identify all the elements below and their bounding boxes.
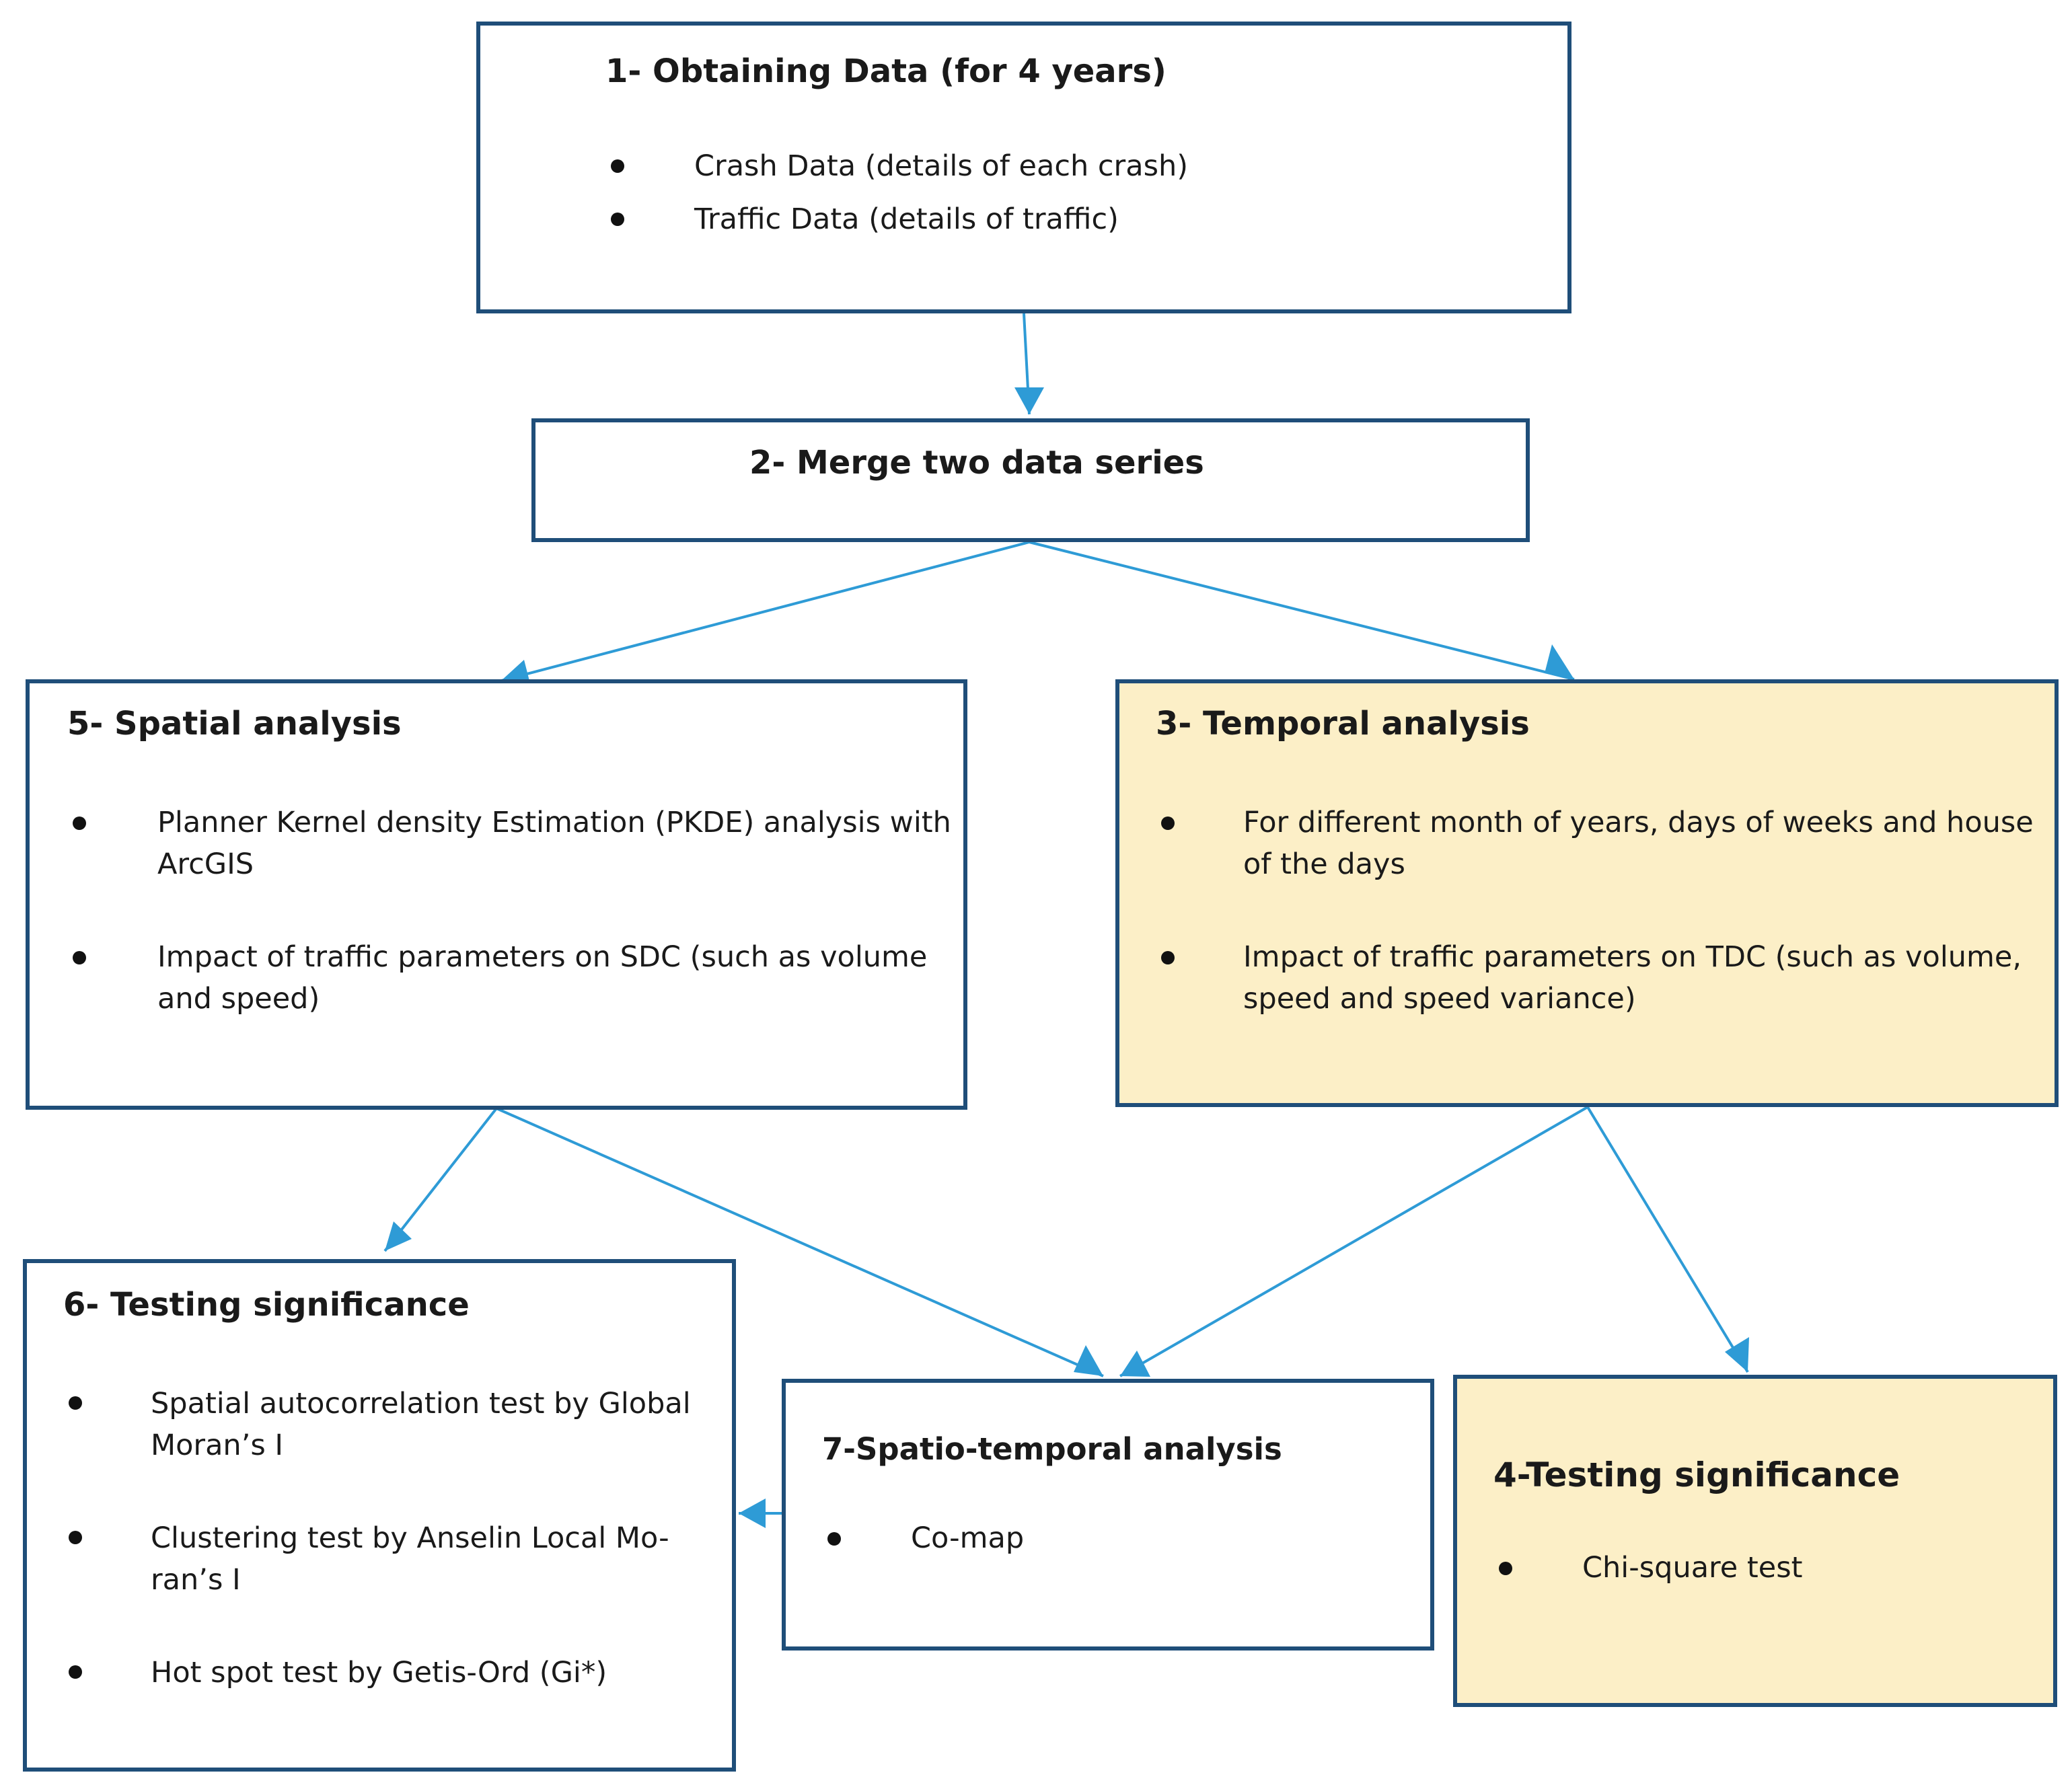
list-item-line: Planner Kernel density Estimation (PKDE)…	[157, 806, 951, 839]
step-title: 3- Temporal analysis	[1156, 705, 1530, 743]
list-item: Spatial autocorrelation test by Global M…	[151, 1383, 729, 1466]
list-item-line: Clustering test by Anselin Local Mo-	[151, 1521, 669, 1555]
step-merge: 2- Merge two data series	[531, 418, 1530, 542]
bullet-icon	[1161, 817, 1175, 830]
step-testing-significance-temporal: 4-Testing significance Chi-square test	[1453, 1375, 2057, 1707]
list-item: Hot spot test by Getis-Ord (Gi*)	[151, 1652, 729, 1694]
bullet-icon	[1499, 1562, 1512, 1575]
arrowhead-testing4	[1725, 1337, 1749, 1372]
list-item-line: Impact of traffic parameters on TDC (suc…	[1243, 940, 2022, 974]
step-title: 6- Testing significance	[63, 1286, 470, 1324]
list-item: Impact of traffic parameters on SDC (suc…	[157, 936, 951, 1020]
list-item: Impact of traffic parameters on TDC (suc…	[1243, 936, 2050, 1020]
bullet-icon	[73, 951, 86, 964]
bullet-icon	[73, 817, 86, 830]
list-item-line: ArcGIS	[157, 847, 254, 881]
arrowhead-spatiotemporal-right	[1120, 1351, 1150, 1377]
step-title: 2- Merge two data series	[749, 444, 1204, 482]
list-item-line: speed and speed variance)	[1243, 982, 1636, 1016]
list-item-line: ran’s I	[151, 1563, 241, 1597]
bullet-icon	[69, 1531, 82, 1544]
bullet-icon	[69, 1396, 82, 1410]
list-item: Chi-square test	[1582, 1551, 1803, 1585]
bullet-icon	[611, 213, 624, 226]
arrow-merge-to-temporal	[1029, 541, 1575, 681]
list-item-line: Spatial autocorrelation test by Global	[151, 1387, 691, 1420]
bullet-icon	[1161, 951, 1175, 964]
step-spatio-temporal-analysis: 7-Spatio-temporal analysis Co-map	[782, 1379, 1434, 1651]
list-item: For different month of years, days of we…	[1243, 802, 2050, 885]
bullet-icon	[611, 159, 624, 173]
arrowhead-testing6	[385, 1221, 412, 1251]
step-title: 7-Spatio-temporal analysis	[822, 1431, 1282, 1467]
arrow-obtain-to-merge	[1023, 313, 1031, 415]
arrow-temporal-to-spatiotemporal	[1119, 1106, 1588, 1377]
arrowhead-merge	[1014, 387, 1044, 414]
list-item-line: Moran’s I	[151, 1429, 284, 1462]
step-testing-significance-spatial: 6- Testing significance Spatial autocorr…	[23, 1259, 736, 1772]
arrowhead-testing6-from-spatiotemporal	[739, 1499, 766, 1528]
arrow-spatial-to-testing6	[383, 1107, 498, 1252]
step-title: 1- Obtaining Data (for 4 years)	[605, 52, 1167, 90]
arrow-temporal-to-testing4	[1586, 1106, 1749, 1373]
arrowhead-temporal	[1545, 644, 1574, 679]
list-item: Clustering test by Anselin Local Mo- ran…	[151, 1517, 729, 1601]
list-item: Traffic Data (details of traffic)	[694, 202, 1119, 236]
list-item-line: For different month of years, days of we…	[1243, 806, 2034, 839]
list-item-line: and speed)	[157, 982, 320, 1016]
step-title: 5- Spatial analysis	[67, 705, 402, 743]
step-spatial-analysis: 5- Spatial analysis Planner Kernel densi…	[26, 679, 967, 1110]
step-temporal-analysis: 3- Temporal analysis For different month…	[1115, 679, 2059, 1107]
list-item: Crash Data (details of each crash)	[694, 149, 1189, 183]
bullet-icon	[69, 1665, 82, 1679]
step-obtaining-data: 1- Obtaining Data (for 4 years) Crash Da…	[476, 22, 1571, 313]
list-item-line: Impact of traffic parameters on SDC (suc…	[157, 940, 928, 974]
arrow-merge-to-spatial	[501, 541, 1030, 682]
list-item-line: of the days	[1243, 847, 1405, 881]
list-item: Co-map	[911, 1521, 1025, 1555]
list-item: Planner Kernel density Estimation (PKDE)…	[157, 802, 951, 885]
list-item-line: Hot spot test by Getis-Ord (Gi*)	[151, 1656, 607, 1690]
bullet-icon	[827, 1532, 841, 1546]
arrowhead-spatiotemporal-left	[1074, 1345, 1103, 1376]
step-title: 4-Testing significance	[1493, 1455, 1900, 1494]
